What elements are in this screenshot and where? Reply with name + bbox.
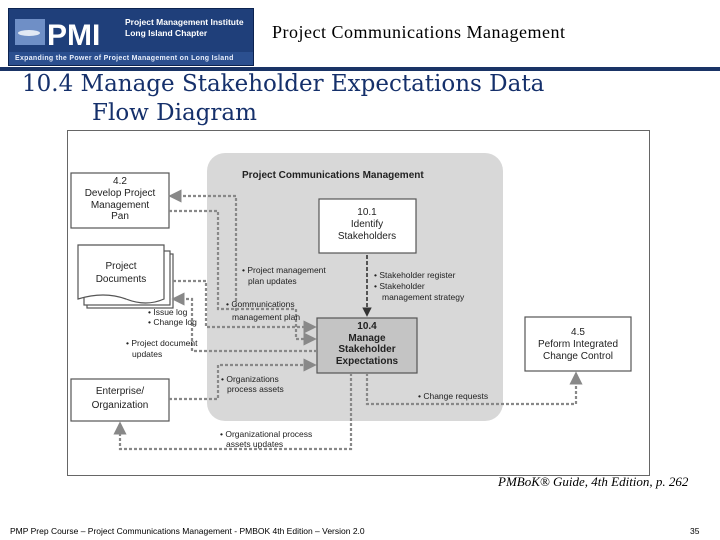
flow-label-register: • Stakeholder register • Stakeholder man… xyxy=(374,270,465,302)
identify-stakeholders-number: 10.1 xyxy=(357,207,377,218)
svg-text:PMI: PMI xyxy=(47,19,100,49)
flow-arrow-plan-to-manage xyxy=(169,209,317,346)
flow-arrow-plan-updates xyxy=(168,189,238,311)
integrated-change-line2: Change Control xyxy=(543,351,613,362)
project-documents-line1: Project xyxy=(105,261,136,272)
logo-org-line1: Project Management Institute xyxy=(125,17,244,27)
develop-plan-box: 4.2 Develop Project Management Pan xyxy=(70,172,170,229)
pmi-logo: PMI Project Management Institute Long Is… xyxy=(8,8,254,66)
flow-label-doc-updates-line1: • Project document xyxy=(126,338,198,348)
develop-plan-line3: Pan xyxy=(111,211,129,222)
integrated-change-box: 4.5 Peform Integrated Change Control xyxy=(524,316,632,372)
identify-stakeholders-line2: Stakeholders xyxy=(338,231,396,242)
logo-tagline: Expanding the Power of Project Managemen… xyxy=(9,52,253,65)
flow-label-assets-updates-line2: assets updates xyxy=(226,439,283,449)
integrated-change-line1: Peform Integrated xyxy=(538,339,618,350)
manage-expectations-number: 10.4 xyxy=(357,321,377,332)
flow-label-plan-updates: • Project management plan updates xyxy=(242,265,326,286)
flow-label-doc-updates: • Project document updates xyxy=(126,338,198,359)
manage-expectations-line3: Expectations xyxy=(336,356,399,367)
header-title: Project Communications Management xyxy=(272,22,566,42)
flow-label-plan-updates-line1: • Project management xyxy=(242,265,326,275)
flow-label-issue-log: • Issue log • Change log xyxy=(148,307,197,327)
project-documents-line2: Documents xyxy=(96,274,147,285)
process-group-label: Project Communications Management xyxy=(242,170,424,181)
develop-plan-line1: Develop Project xyxy=(85,188,156,199)
flow-label-process-assets-line2: process assets xyxy=(227,384,284,394)
flow-label-plan-updates-line2: plan updates xyxy=(248,276,297,286)
logo-org-line2: Long Island Chapter xyxy=(125,28,208,38)
flow-arrow-assets-updates xyxy=(113,373,353,451)
manage-expectations-box: 10.4 Manage Stakeholder Expectations xyxy=(316,317,418,374)
develop-plan-number: 4.2 xyxy=(113,176,127,187)
flow-arrow-doc-updates xyxy=(171,292,317,353)
project-documents-box: Project Documents xyxy=(77,244,174,309)
manage-expectations-line2: Stakeholder xyxy=(338,344,395,355)
identify-stakeholders-line1: Identify xyxy=(351,219,383,230)
flow-label-process-assets-line1: • Organizations xyxy=(221,374,279,384)
enterprise-line1: Enterprise/ xyxy=(96,386,145,397)
flow-label-assets-updates: • Organizational process assets updates xyxy=(220,429,312,449)
flow-arrow-docs-to-manage xyxy=(173,279,317,334)
flow-label-comm-plan-line2: management plan xyxy=(232,312,300,322)
manage-expectations-line1: Manage xyxy=(348,333,386,344)
flow-label-issue-log-line1: • Issue log xyxy=(148,307,188,317)
flow-label-change-requests: • Change requests xyxy=(418,391,488,401)
footer-text: PMP Prep Course – Project Communications… xyxy=(10,526,365,536)
flow-label-comm-plan: • Communications management plan xyxy=(226,299,300,322)
identify-stakeholders-box: 10.1 Identify Stakeholders xyxy=(318,198,417,254)
data-flow-diagram: Project Communications Management 4.2 De… xyxy=(70,153,632,451)
flow-label-process-assets: • Organizations process assets xyxy=(221,374,284,394)
enterprise-line2: Organization xyxy=(92,400,149,411)
enterprise-box: Enterprise/ Organization xyxy=(70,378,170,422)
slide-title-line2: Flow Diagram xyxy=(92,100,257,126)
flow-label-comm-plan-line1: • Communications xyxy=(226,299,295,309)
integrated-change-number: 4.5 xyxy=(571,327,585,338)
citation: PMBoK® Guide, 4th Edition, p. 262 xyxy=(498,474,689,489)
diagram-frame: Project Communications Management 4.2 De… xyxy=(67,130,650,476)
pmi-logo-icon: PMI xyxy=(15,19,100,49)
slide-title: 10.4 Manage Stakeholder Expectations Dat… xyxy=(22,70,662,128)
flow-arrow-assets-to-manage xyxy=(169,358,317,401)
flow-label-issue-log-line2: • Change log xyxy=(148,317,197,327)
slide-title-line1: 10.4 Manage Stakeholder Expectations Dat… xyxy=(22,71,545,97)
header-divider xyxy=(0,67,720,71)
flow-label-doc-updates-line2: updates xyxy=(132,349,162,359)
flow-arrow-change-requests xyxy=(365,371,583,406)
flow-label-register-line1: • Stakeholder register xyxy=(374,270,456,280)
page-number: 35 xyxy=(690,526,700,536)
develop-plan-line2: Management xyxy=(91,200,150,211)
flow-label-register-line3: management strategy xyxy=(382,292,465,302)
process-group-area xyxy=(207,153,503,421)
flow-label-register-line2: • Stakeholder xyxy=(374,281,425,291)
flow-label-assets-updates-line1: • Organizational process xyxy=(220,429,312,439)
